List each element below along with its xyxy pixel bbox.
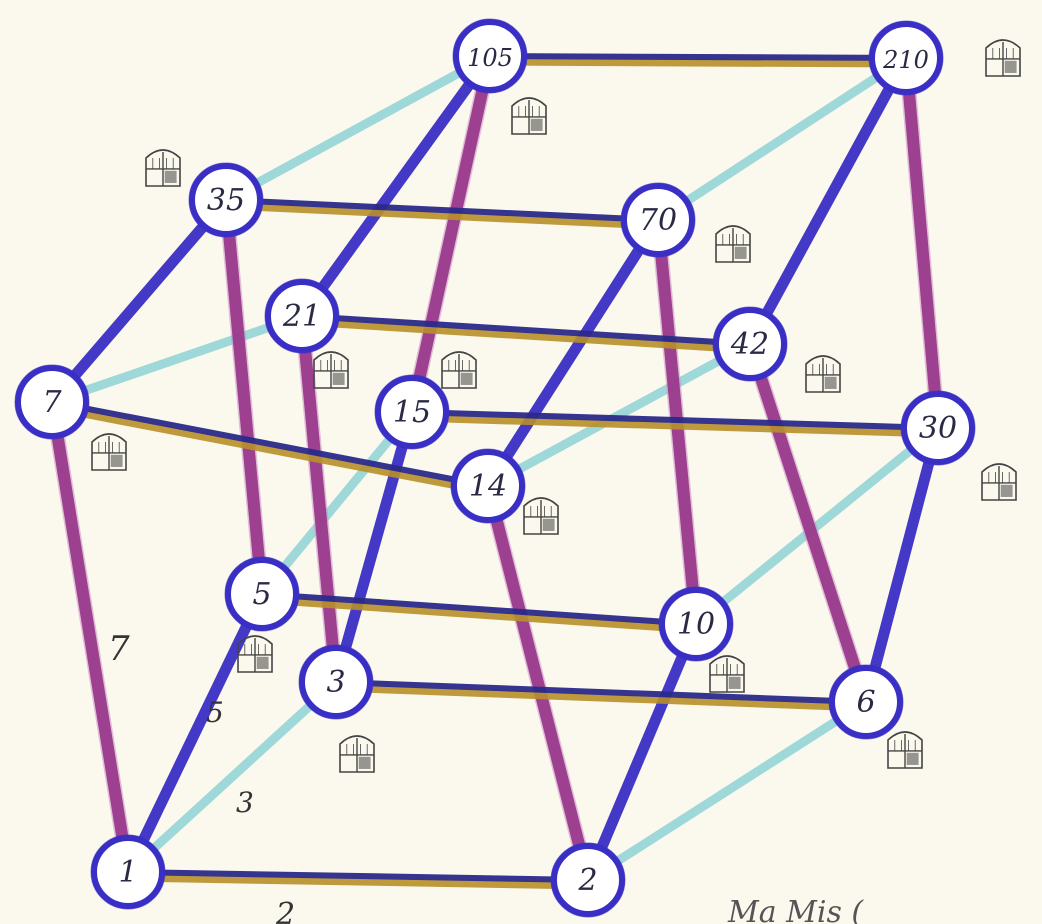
node-label: 5 [252, 577, 271, 612]
node-label: 15 [393, 395, 431, 430]
edge-n3-n6 [336, 682, 866, 708]
window-grid-icon [806, 356, 840, 392]
window-grid-icon [92, 434, 126, 470]
edge-n105-n210 [490, 56, 906, 64]
node-label: 30 [919, 411, 957, 446]
node-210: 210 [870, 22, 942, 94]
node-label: 35 [207, 183, 245, 218]
node-15: 15 [376, 376, 448, 448]
node-label: 1 [118, 855, 137, 890]
node-14: 14 [452, 450, 524, 522]
node-label: 70 [639, 203, 677, 238]
node-21: 21 [266, 280, 338, 352]
edge-n21-n42 [302, 316, 750, 350]
node-105: 105 [454, 20, 526, 92]
scribble-text: Ma Mis ( [727, 895, 864, 924]
window-grid-icon [146, 150, 180, 186]
node-label: 10 [677, 607, 715, 642]
edge-n14-n70 [488, 220, 658, 486]
node-2: 2 [552, 844, 624, 916]
node-42: 42 [714, 308, 786, 380]
node-label: 21 [282, 299, 321, 334]
node-30: 30 [902, 392, 974, 464]
window-grid-icon [314, 352, 348, 388]
edge-n35-n70 [226, 200, 658, 226]
node-70: 70 [622, 184, 694, 256]
node-35: 35 [190, 164, 262, 236]
edge-n1-n3 [128, 682, 336, 872]
node-label: 14 [469, 469, 507, 504]
edge-n2-n14 [488, 486, 588, 880]
edge-n30-n210 [906, 58, 938, 428]
node-3: 3 [300, 646, 372, 718]
edge-label-factor-5: 5 [206, 696, 224, 729]
edge-n1-n2 [128, 872, 588, 886]
edge-label-factor-2: 2 [275, 897, 295, 924]
edge-n5-n35 [226, 200, 262, 594]
node-7: 7 [16, 366, 88, 438]
node-label: 3 [326, 665, 345, 700]
node-label: 2 [577, 863, 597, 898]
edge-n70-n210 [658, 58, 906, 220]
node-6: 6 [830, 666, 902, 738]
window-grid-icon [442, 352, 476, 388]
node-label: 105 [467, 44, 513, 72]
node-1: 1 [92, 836, 164, 908]
window-grid-icon [986, 40, 1020, 76]
node-5: 5 [226, 558, 298, 630]
node-label: 42 [730, 327, 769, 362]
edge-label-factor-3: 3 [236, 786, 254, 819]
node-label: 210 [882, 46, 929, 74]
window-grid-icon [340, 736, 374, 772]
edge-n10-n30 [696, 428, 938, 624]
node-10: 10 [660, 588, 732, 660]
edge-n6-n42 [750, 344, 866, 702]
edge-n6-n30 [866, 428, 938, 702]
edge-label-factor-7: 7 [108, 629, 130, 669]
node-label: 6 [856, 685, 875, 720]
edge-n35-n105 [226, 56, 490, 200]
node-label: 7 [42, 385, 62, 420]
window-grid-icon [524, 498, 558, 534]
window-grid-icon [512, 98, 546, 134]
window-grid-icon [982, 464, 1016, 500]
window-grid-icon [888, 732, 922, 768]
edge-n42-n210 [750, 58, 906, 344]
window-grid-icon [716, 226, 750, 262]
edge-n1-n5 [128, 594, 262, 872]
window-grid-icon [710, 656, 744, 692]
